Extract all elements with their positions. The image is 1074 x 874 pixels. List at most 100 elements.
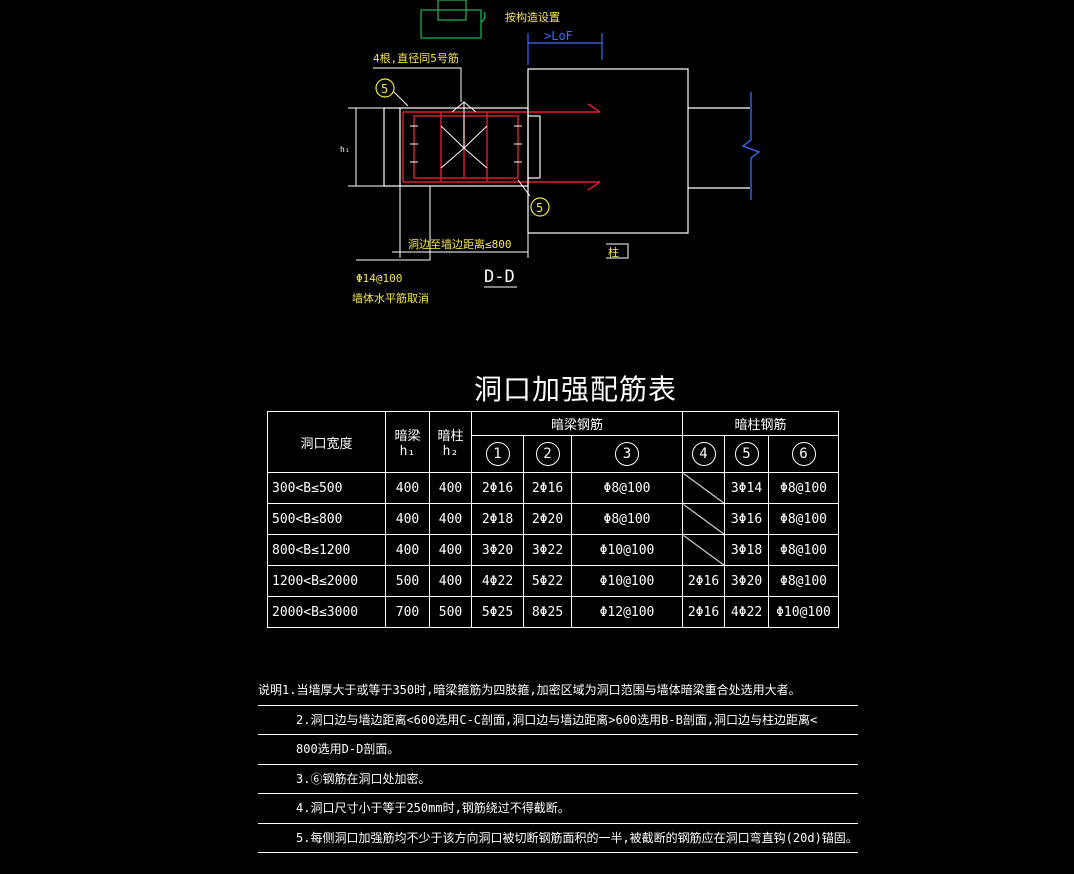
- label-distance: 洞边至墙边距离≤800: [408, 237, 512, 251]
- label-h: h₁: [340, 145, 350, 154]
- circle-5: 5: [734, 442, 759, 466]
- section-title: D-D: [484, 267, 515, 287]
- note-line-1: 说明1.当墙厚大于或等于350时,暗梁箍筋为四肢箍,加密区域为洞口范围与墙体暗梁…: [258, 676, 858, 706]
- cell-c2: 3Φ22: [523, 534, 572, 566]
- cell-c1: 3Φ20: [471, 534, 524, 566]
- lof-dimension: [527, 33, 603, 65]
- header-column-label: 暗柱: [437, 429, 464, 444]
- green-detail: [420, 0, 486, 39]
- cell-h1: 400: [385, 472, 430, 504]
- header-circle-6: 6: [768, 435, 839, 473]
- header-beam-label: 暗梁: [394, 429, 421, 444]
- cell-c4: 2Φ16: [682, 565, 725, 597]
- leader-column: [606, 243, 629, 259]
- leader-rebar-top: [373, 67, 462, 102]
- cell-c5: 3Φ20: [724, 565, 769, 597]
- table-row: 1200<B≤2000 500 400 4Φ22 5Φ22 Φ10@100 2Φ…: [267, 565, 839, 597]
- cell-c3: Φ10@100: [571, 534, 683, 566]
- cell-c4: 2Φ16: [682, 596, 725, 628]
- cell-c4-empty: [682, 503, 725, 535]
- cell-c1: 2Φ18: [471, 503, 524, 535]
- header-circle-3: 3: [571, 435, 683, 473]
- cell-c5: 3Φ18: [724, 534, 769, 566]
- cell-h2: 400: [429, 534, 472, 566]
- cell-range: 300<B≤500: [267, 472, 386, 504]
- cell-h1: 500: [385, 565, 430, 597]
- cell-c5: 3Φ16: [724, 503, 769, 535]
- label-rebar-top: 4根,直径同5号筋: [373, 51, 459, 65]
- callout-5b-icon: [530, 197, 550, 217]
- cell-h1: 400: [385, 534, 430, 566]
- cell-c1: 2Φ16: [471, 472, 524, 504]
- cell-c5: 4Φ22: [724, 596, 769, 628]
- header-beam-sub: h₁: [399, 444, 416, 459]
- table-row: 300<B≤500 400 400 2Φ16 2Φ16 Φ8@100 3Φ14 …: [267, 472, 839, 504]
- distance-dimension: [392, 186, 529, 258]
- cell-range: 1200<B≤2000: [267, 565, 386, 597]
- circle-6: 6: [791, 442, 816, 466]
- header-column-sub: h₂: [442, 444, 459, 459]
- notes-block: 说明1.当墙厚大于或等于350时,暗梁箍筋为四肢箍,加密区域为洞口范围与墙体暗梁…: [258, 676, 858, 853]
- cell-c2: 2Φ16: [523, 472, 572, 504]
- rebar-cage: [402, 103, 601, 191]
- cell-c6: Φ8@100: [768, 472, 839, 504]
- note-line-2: 2.洞口边与墙边距离<600选用C-C剖面,洞口边与墙边距离>600选用B-B剖…: [258, 706, 858, 735]
- cell-c2: 2Φ20: [523, 503, 572, 535]
- cell-h2: 400: [429, 565, 472, 597]
- cell-c4-empty: [682, 534, 725, 566]
- cell-range: 800<B≤1200: [267, 534, 386, 566]
- cell-c3: Φ8@100: [571, 503, 683, 535]
- header-beam-rebar: 暗梁钢筋: [471, 411, 683, 436]
- stirrup-hooks: [440, 101, 488, 169]
- note-line-6: 5.每侧洞口加强筋均不少于该方向洞口被切断钢筋面积的一半,被截断的钢筋应在洞口弯…: [258, 824, 858, 853]
- table-row: 2000<B≤3000 700 500 5Φ25 8Φ25 Φ12@100 2Φ…: [267, 596, 839, 628]
- leader-phi14: [356, 186, 431, 261]
- rebar-ticks: [410, 125, 522, 163]
- cell-h2: 400: [429, 472, 472, 504]
- rebar-table: 洞口宽度 暗梁 h₁ 暗柱 h₂ 暗梁钢筋 暗柱钢筋 1 2 3 4 5 6 3…: [267, 411, 839, 628]
- cell-c6: Φ8@100: [768, 534, 839, 566]
- label-lof: >LoF: [544, 29, 573, 43]
- cell-c6: Φ8@100: [768, 565, 839, 597]
- label-phi14: Φ14@100: [356, 272, 402, 285]
- header-beam: 暗梁 h₁: [385, 411, 430, 473]
- header-row-1: 洞口宽度 暗梁 h₁ 暗柱 h₂ 暗梁钢筋 暗柱钢筋: [267, 411, 839, 473]
- header-circle-4: 4: [682, 435, 725, 473]
- note-line-4: 3.⑥钢筋在洞口处加密。: [258, 765, 858, 794]
- column-outline: [527, 68, 750, 234]
- cell-c6: Φ8@100: [768, 503, 839, 535]
- cell-range: 2000<B≤3000: [267, 596, 386, 628]
- cell-h2: 500: [429, 596, 472, 628]
- beam-outline: [383, 107, 541, 187]
- label-construction: 按构造设置: [505, 10, 560, 24]
- header-column-rebar: 暗柱钢筋: [682, 411, 839, 436]
- circle-3: 3: [615, 442, 639, 466]
- cell-h2: 400: [429, 503, 472, 535]
- circle-4: 4: [691, 442, 716, 466]
- height-dimension: [348, 107, 384, 187]
- cell-c3: Φ8@100: [571, 472, 683, 504]
- cell-c5: 3Φ14: [724, 472, 769, 504]
- table-title: 洞口加强配筋表: [474, 373, 678, 406]
- table-row: 800<B≤1200 400 400 3Φ20 3Φ22 Φ10@100 3Φ1…: [267, 534, 839, 566]
- cell-c3: Φ10@100: [571, 565, 683, 597]
- cell-c2: 5Φ22: [523, 565, 572, 597]
- circle-2: 2: [535, 442, 560, 466]
- table-row: 500<B≤800 400 400 2Φ18 2Φ20 Φ8@100 3Φ16 …: [267, 503, 839, 535]
- callout-5b-label: 5: [536, 201, 543, 215]
- callout-5-label: 5: [381, 82, 388, 96]
- cell-range: 500<B≤800: [267, 503, 386, 535]
- cell-h1: 400: [385, 503, 430, 535]
- break-line-icon: [741, 92, 761, 200]
- header-circle-1: 1: [471, 435, 524, 473]
- cell-c6: Φ10@100: [768, 596, 839, 628]
- header-column: 暗柱 h₂: [429, 411, 472, 473]
- cell-c3: Φ12@100: [571, 596, 683, 628]
- cell-c1: 5Φ25: [471, 596, 524, 628]
- header-circle-5: 5: [724, 435, 769, 473]
- cell-c1: 4Φ22: [471, 565, 524, 597]
- note-line-5: 4.洞口尺寸小于等于250mm时,钢筋绕过不得截断。: [258, 794, 858, 824]
- leader-5a: [393, 91, 409, 107]
- header-width: 洞口宽度: [267, 411, 386, 473]
